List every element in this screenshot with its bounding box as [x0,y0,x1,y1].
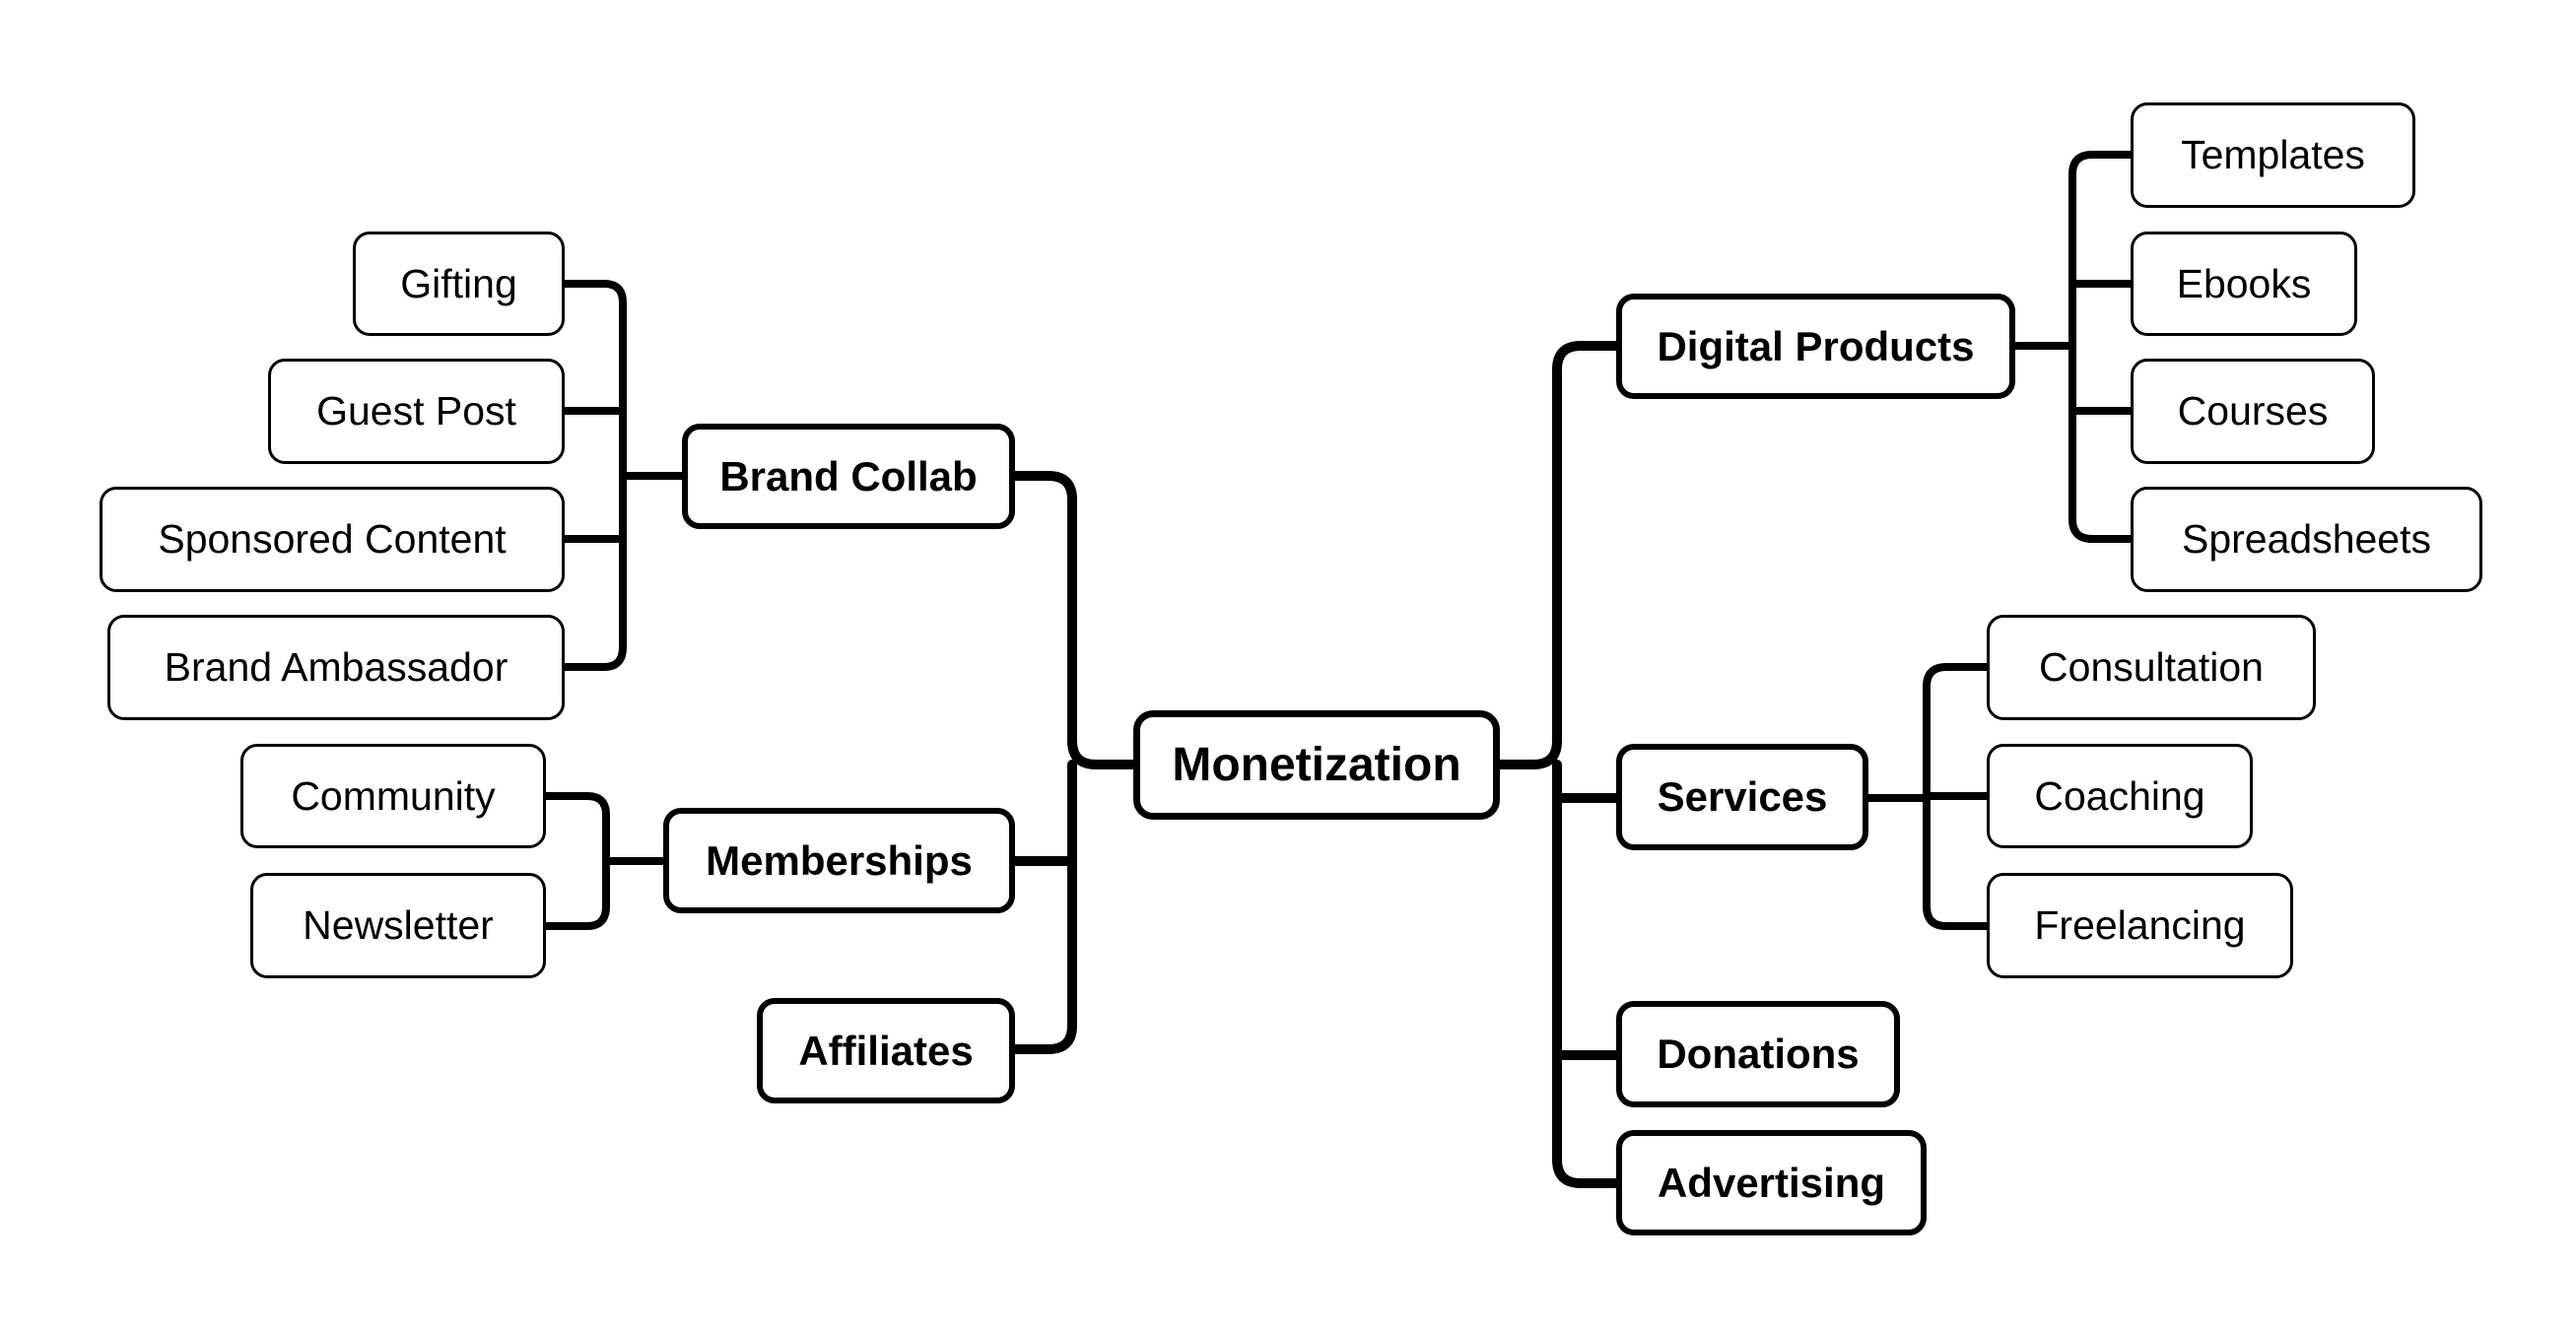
leaf-guest-post[interactable]: Guest Post [268,359,565,464]
branch-affiliates[interactable]: Affiliates [757,998,1015,1103]
connector-memberships [542,792,667,930]
leaf-newsletter[interactable]: Newsletter [250,873,546,978]
root-node[interactable]: Monetization [1133,710,1500,820]
connector-digital-products [2011,151,2135,543]
branch-digital-products[interactable]: Digital Products [1616,294,2015,399]
leaf-sponsored-content[interactable]: Sponsored Content [100,487,565,592]
connector-root-right [1495,341,1621,1188]
leaf-ebooks[interactable]: Ebooks [2131,232,2357,336]
leaf-coaching[interactable]: Coaching [1987,744,2253,848]
leaf-brand-ambassador[interactable]: Brand Ambassador [107,615,565,720]
leaf-spreadsheets[interactable]: Spreadsheets [2131,487,2482,592]
branch-donations[interactable]: Donations [1616,1001,1900,1107]
leaf-templates[interactable]: Templates [2131,102,2415,208]
leaf-freelancing[interactable]: Freelancing [1987,873,2293,978]
connector-root-left [1010,471,1138,1054]
connector-brand-collab [561,280,686,671]
branch-brand-collab[interactable]: Brand Collab [682,424,1015,529]
leaf-community[interactable]: Community [240,744,546,848]
leaf-consultation[interactable]: Consultation [1987,615,2316,720]
branch-services[interactable]: Services [1616,744,1868,850]
branch-advertising[interactable]: Advertising [1616,1130,1927,1235]
branch-memberships[interactable]: Memberships [663,808,1015,913]
leaf-gifting[interactable]: Gifting [353,232,565,336]
leaf-courses[interactable]: Courses [2131,359,2375,464]
connector-services [1864,663,1991,930]
